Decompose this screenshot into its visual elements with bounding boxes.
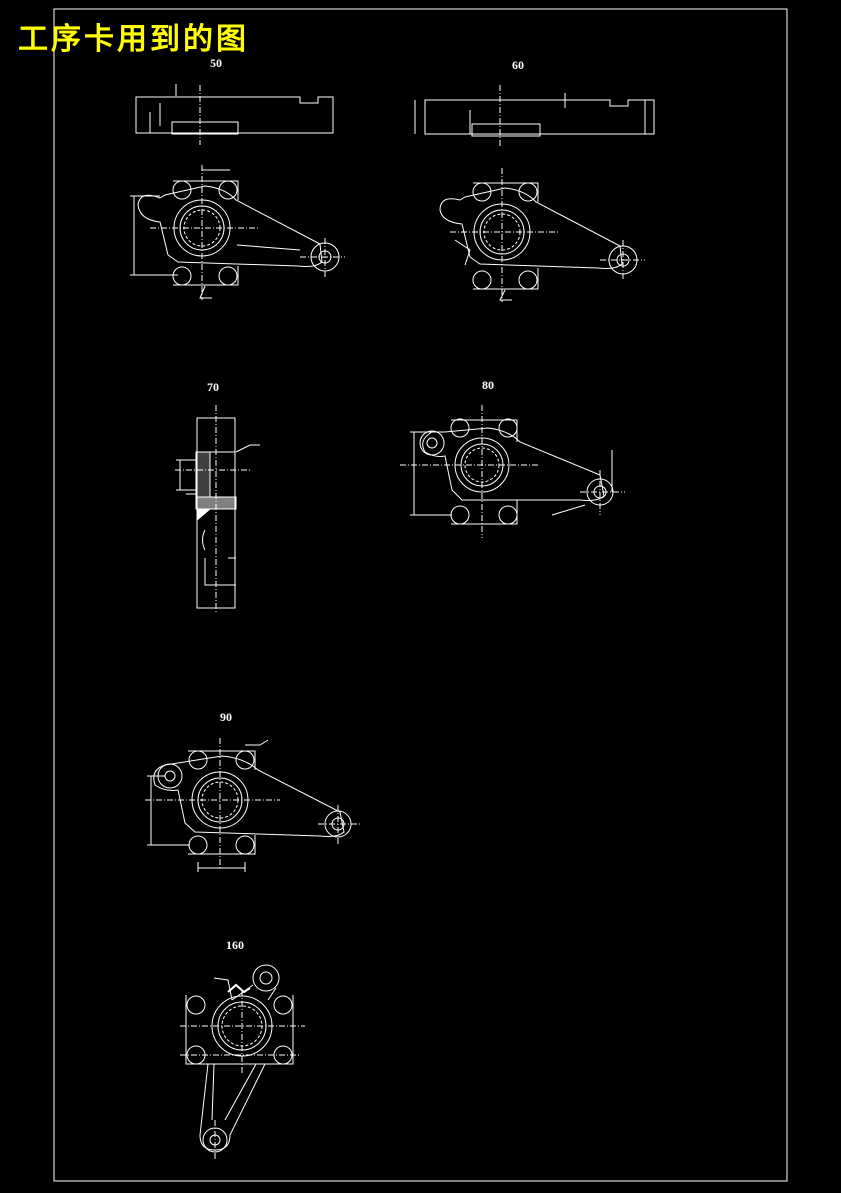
view-label-60: 60 xyxy=(512,58,524,72)
drawing-border xyxy=(53,8,788,1182)
view-label-90: 90 xyxy=(220,710,232,724)
view-label-80: 80 xyxy=(482,378,494,392)
view-label-50: 50 xyxy=(210,56,222,70)
view-50-plan xyxy=(130,165,345,300)
view-label-160: 160 xyxy=(226,938,244,952)
view-50-side xyxy=(135,84,334,145)
view-60-side xyxy=(414,85,655,148)
view-label-70: 70 xyxy=(207,380,219,394)
view-70-section xyxy=(175,405,260,612)
view-80-plan xyxy=(400,405,625,538)
view-60-plan xyxy=(439,168,645,302)
view-90-plan xyxy=(145,738,362,872)
sheet-title: 工序卡用到的图 xyxy=(18,22,249,57)
view-160-plan xyxy=(180,964,305,1160)
